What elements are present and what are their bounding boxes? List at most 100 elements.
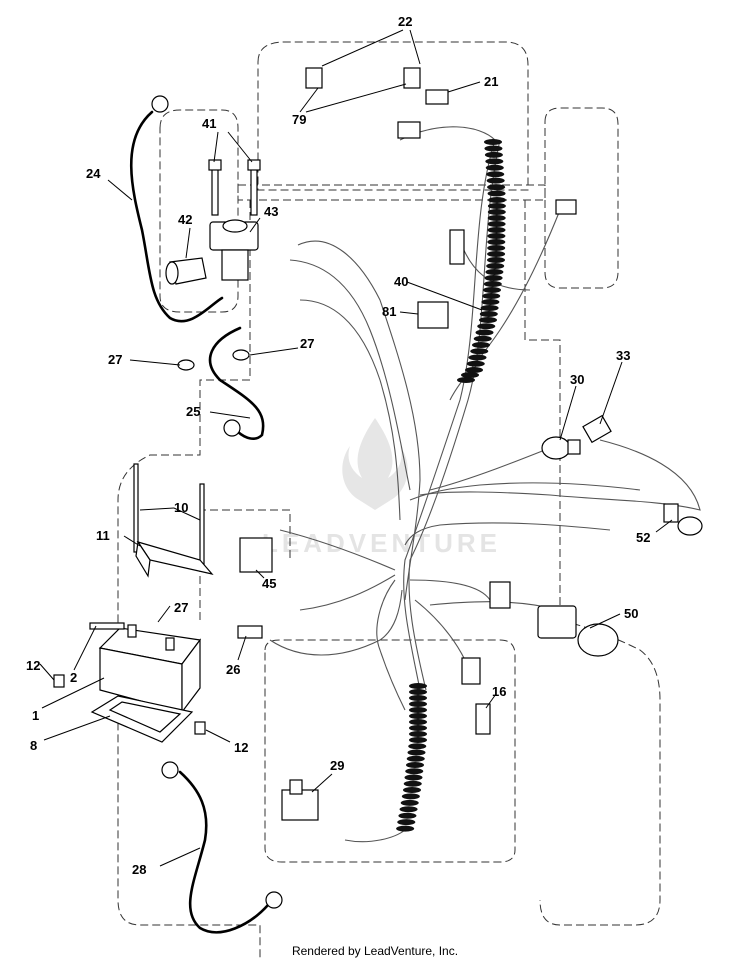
- ignition-switch: [541, 436, 581, 460]
- connector-16: [475, 703, 491, 735]
- loom-rib: [486, 177, 505, 184]
- loom-rib: [409, 737, 427, 743]
- hex-nuts: [177, 349, 250, 371]
- callout-33: 33: [616, 348, 630, 363]
- headlight-plug: [425, 89, 449, 105]
- loom-rib: [461, 372, 479, 378]
- loom-rib: [486, 263, 505, 269]
- loom-rib: [409, 689, 427, 695]
- loom-end-connector: [397, 121, 421, 139]
- battery-tray: [90, 695, 194, 743]
- fuse-holder: [449, 229, 465, 265]
- callout-27-battery: 27: [174, 600, 188, 615]
- loom-rib: [479, 311, 498, 317]
- leader-lines: [39, 29, 673, 867]
- loom-rib: [479, 317, 497, 323]
- callout-81: 81: [382, 304, 396, 319]
- loom-rib: [465, 367, 483, 373]
- loom-rib: [485, 158, 504, 165]
- key: [582, 414, 612, 444]
- loom-rib: [487, 221, 506, 227]
- connector-26: [237, 625, 263, 639]
- callout-29: 29: [330, 758, 344, 773]
- loom-rib: [481, 299, 500, 305]
- pto-switch: [537, 605, 619, 657]
- loom-rib: [472, 342, 490, 348]
- loom-rib: [396, 825, 415, 832]
- loom-rib: [405, 768, 424, 775]
- loom-rib: [477, 323, 496, 330]
- callout-40: 40: [394, 274, 408, 289]
- loom-rib: [487, 203, 506, 209]
- loom-rib: [468, 354, 487, 361]
- loom-rib: [484, 151, 503, 158]
- hour-meter: [239, 537, 273, 573]
- loom-rib: [486, 171, 505, 178]
- callout-45: 45: [262, 576, 276, 591]
- connector-block: [461, 657, 481, 685]
- cable-24: [129, 110, 224, 323]
- loom-rib: [482, 293, 501, 299]
- callout-2: 2: [70, 670, 77, 685]
- loom-rib: [409, 701, 427, 707]
- cable-28: [178, 770, 270, 934]
- footer-credit: Rendered by LeadVenture, Inc.: [291, 944, 459, 958]
- relay: [417, 301, 449, 329]
- loom-rib: [480, 305, 499, 311]
- loom-rib: [488, 197, 506, 203]
- loom-rib: [409, 695, 427, 701]
- terminal-boot: [165, 257, 207, 285]
- loom-rib: [400, 799, 419, 806]
- loom-rib: [487, 239, 506, 245]
- loom-rib: [485, 269, 504, 275]
- cable-25: [208, 326, 265, 441]
- loom-rib: [406, 755, 425, 762]
- connector-right-upper: [555, 199, 577, 215]
- loom-rib: [487, 233, 506, 239]
- battery-hold-down: [133, 463, 214, 578]
- callout-11: 11: [96, 528, 110, 543]
- clip-12-left: [53, 674, 65, 688]
- loom-rib: [470, 348, 489, 355]
- loom-rib: [404, 774, 423, 781]
- callout-22: 22: [398, 14, 412, 29]
- callout-24: 24: [86, 166, 101, 181]
- loom-rib: [407, 749, 426, 756]
- loom-rib: [484, 139, 502, 145]
- callout-43: 43: [264, 204, 278, 219]
- watermark-text: LEADVENTURE: [262, 528, 501, 558]
- loom-rib: [403, 787, 421, 793]
- headlight-connector-right: [403, 67, 421, 89]
- clip-12-right: [194, 721, 206, 735]
- cable-28-ring-terminal-top: [161, 761, 179, 779]
- loom-rib: [409, 707, 427, 713]
- loom-rib: [408, 743, 427, 750]
- starter-solenoid: [208, 159, 261, 281]
- callout-10: 10: [174, 500, 188, 515]
- loom-rib: [487, 209, 506, 215]
- loom-rib: [409, 683, 427, 689]
- loom-rib: [409, 731, 427, 737]
- loom-rib: [457, 377, 475, 383]
- loom-rib: [473, 335, 492, 342]
- callout-28: 28: [132, 862, 146, 877]
- callout-41: 41: [202, 116, 216, 131]
- loom-rib: [487, 190, 506, 197]
- bolt-2: [89, 622, 125, 630]
- loom-rib: [397, 819, 416, 826]
- loom-rib: [483, 281, 502, 287]
- callout-30: 30: [570, 372, 584, 387]
- loom-rib: [487, 245, 506, 251]
- headlight-connector-left: [305, 67, 323, 89]
- loom-rib: [484, 145, 503, 152]
- callout-16: 16: [492, 684, 506, 699]
- callout-26: 26: [226, 662, 240, 677]
- callout-27-left: 27: [108, 352, 122, 367]
- corrugated-loom-upper: [457, 139, 506, 383]
- cable-24-ring-terminal: [151, 95, 169, 113]
- loom-rib: [484, 275, 503, 281]
- callout-42: 42: [178, 212, 192, 227]
- callout-79: 79: [292, 112, 306, 127]
- callout-50: 50: [624, 606, 638, 621]
- callout-25: 25: [186, 404, 200, 419]
